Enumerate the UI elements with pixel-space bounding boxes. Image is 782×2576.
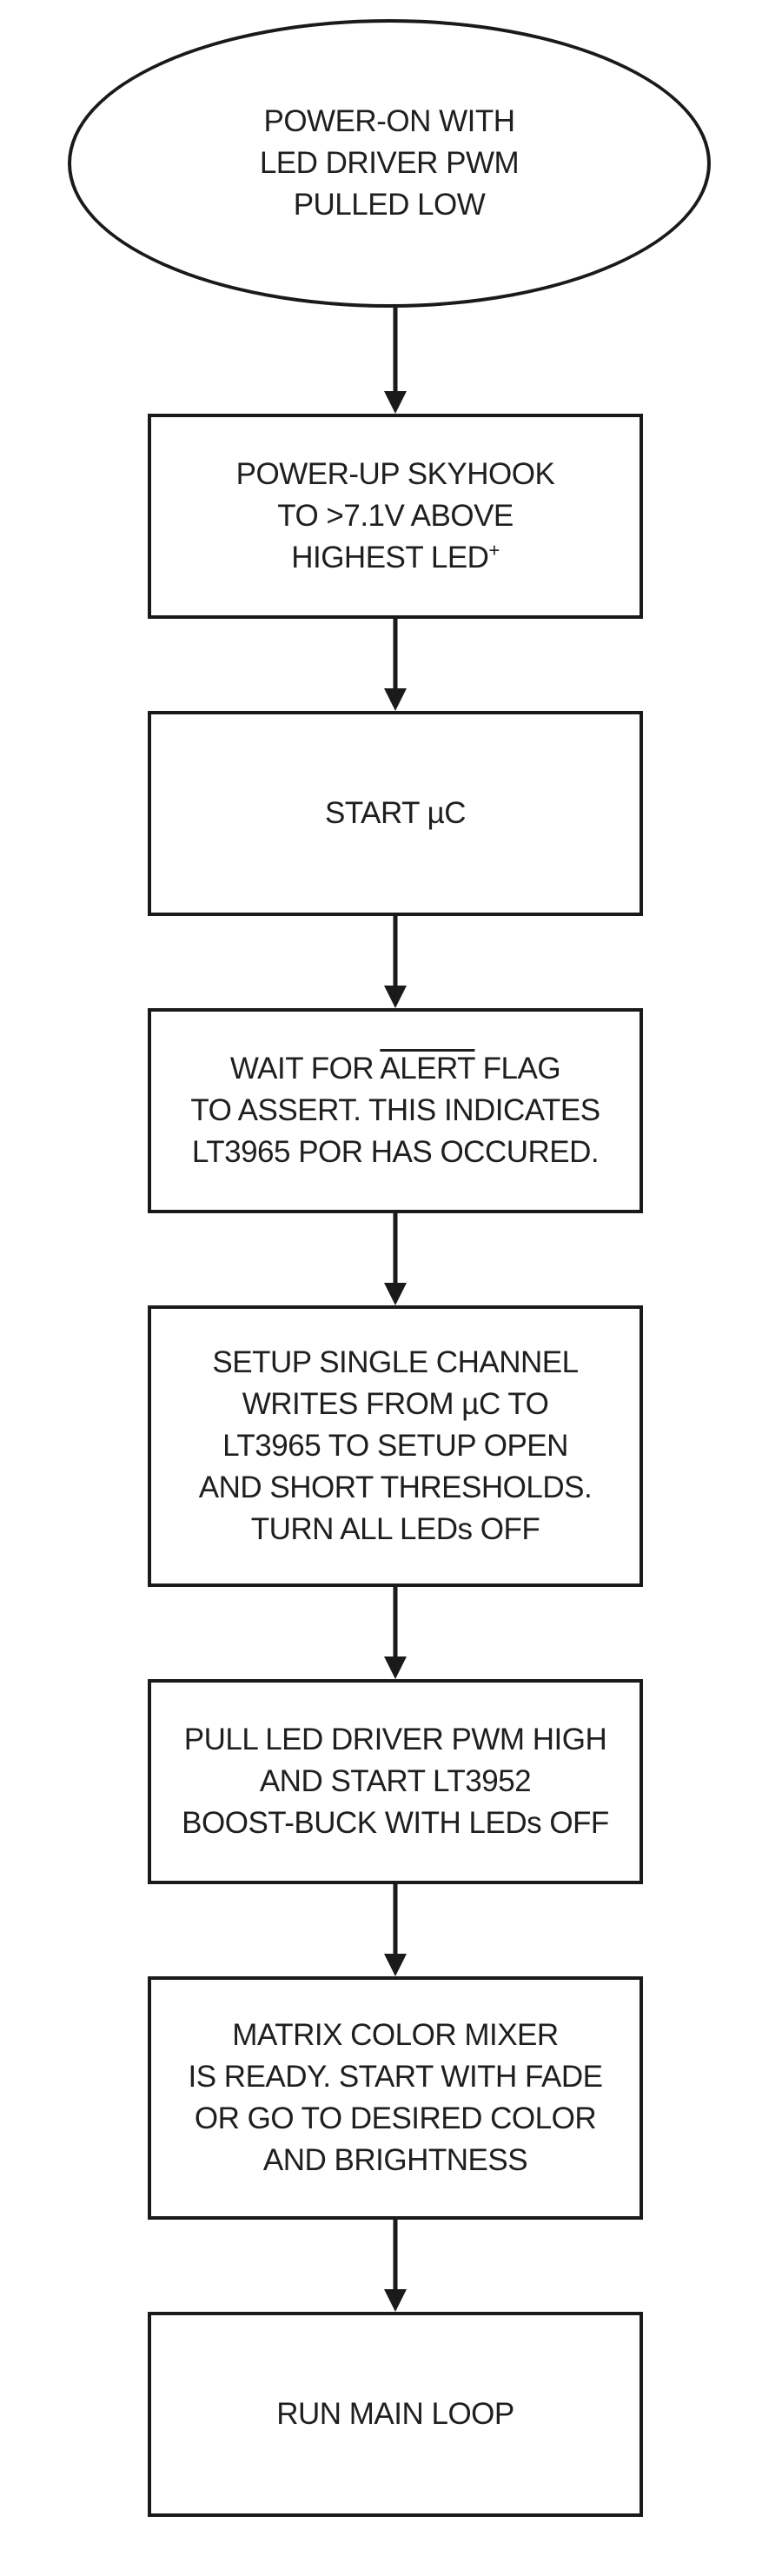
- arrowhead-icon: [384, 391, 407, 414]
- node-text-line: BOOST-BUCK WITH LEDs OFF: [182, 1806, 609, 1840]
- arrowhead-icon: [384, 986, 407, 1008]
- power-up-skyhook-box: POWER-UP SKYHOOK TO >7.1V ABOVE HIGHEST …: [148, 414, 643, 619]
- node-text-suffix: FLAG: [474, 1052, 561, 1086]
- node-text-line: POWER-UP SKYHOOK: [235, 457, 555, 491]
- node-text-prefix: WAIT FOR: [229, 1052, 381, 1086]
- mixer-ready-box: MATRIX COLOR MIXER IS READY. START WITH …: [148, 1976, 643, 2220]
- node-text-line: TO ASSERT. THIS INDICATES: [190, 1093, 600, 1127]
- node-text-line: PULLED LOW: [293, 188, 486, 222]
- node-text-line: SETUP SINGLE CHANNEL: [212, 1345, 579, 1379]
- node-text-line: TURN ALL LEDs OFF: [250, 1512, 540, 1546]
- node-text-line: MATRIX COLOR MIXER: [232, 2018, 559, 2052]
- main-loop-box: RUN MAIN LOOP: [148, 2312, 643, 2517]
- node-text-line: AND START LT3952: [259, 1764, 532, 1798]
- node-text-line: IS READY. START WITH FADE: [188, 2060, 603, 2094]
- node-text-line: OR GO TO DESIRED COLOR: [194, 2101, 597, 2135]
- start-uc-box: START µC: [148, 711, 643, 916]
- arrowhead-icon: [384, 1954, 407, 1976]
- node-text-main: HIGHEST LED: [291, 541, 489, 574]
- wait-alert-box: WAIT FOR ALERT FLAG TO ASSERT. THIS INDI…: [148, 1008, 643, 1213]
- node-text-line: LT3965 TO SETUP OPEN: [222, 1429, 568, 1463]
- pull-pwm-high-box: PULL LED DRIVER PWM HIGH AND START LT395…: [148, 1679, 643, 1884]
- node-text-line: HIGHEST LED+: [291, 537, 500, 579]
- superscript-plus: +: [488, 539, 500, 561]
- arrowhead-icon: [384, 1656, 407, 1679]
- node-text-line: POWER-ON WITH: [263, 104, 515, 138]
- node-text-line: LT3965 POR HAS OCCURED.: [191, 1135, 600, 1169]
- node-text-line: RUN MAIN LOOP: [276, 2397, 514, 2431]
- node-text-line: AND SHORT THRESHOLDS.: [198, 1471, 593, 1504]
- arrowhead-icon: [384, 688, 407, 711]
- alert-overline-text: ALERT: [380, 1052, 475, 1086]
- arrowhead-icon: [384, 1283, 407, 1305]
- start-ellipse: POWER-ON WITH LED DRIVER PWM PULLED LOW: [68, 19, 711, 308]
- node-text-line: WAIT FOR ALERT FLAG: [229, 1048, 561, 1090]
- node-text-line: WRITES FROM µC TO: [242, 1387, 549, 1421]
- node-text-line: AND BRIGHTNESS: [262, 2143, 528, 2177]
- arrowhead-icon: [384, 2289, 407, 2312]
- node-text-line: TO >7.1V ABOVE: [277, 499, 514, 533]
- node-text-line: START µC: [324, 796, 467, 830]
- node-text-line: PULL LED DRIVER PWM HIGH: [183, 1723, 607, 1756]
- node-text-line: LED DRIVER PWM: [259, 146, 520, 180]
- setup-writes-box: SETUP SINGLE CHANNEL WRITES FROM µC TO L…: [148, 1305, 643, 1587]
